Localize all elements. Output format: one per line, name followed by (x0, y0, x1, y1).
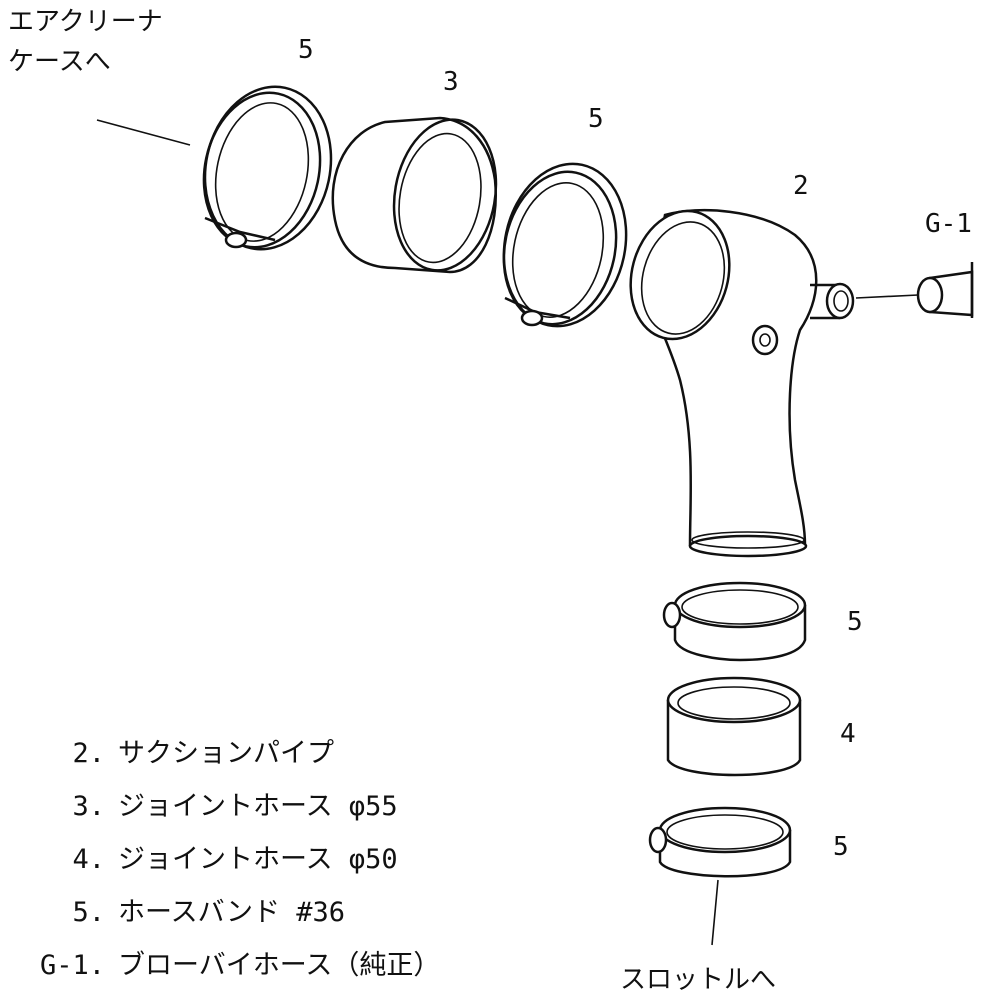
legend-name: ホースバンド #36 (118, 897, 345, 928)
legend-name: ブローバイホース（純正） (118, 950, 440, 981)
legend-num: 2. (72, 738, 105, 769)
legend-num: 4. (72, 844, 105, 875)
callout-part-4: 4 (840, 719, 856, 749)
leader-air-cleaner (96, 119, 191, 146)
callout-part-2: 2 (793, 171, 809, 201)
legend-name: サクションパイプ (118, 738, 334, 769)
suction-pipe-2 (629, 208, 919, 558)
callout-air-cleaner-line1: エアクリーナ (8, 7, 163, 37)
legend-num: 3. (72, 791, 105, 822)
callout-part-5: 5 (298, 35, 314, 65)
callout-part-5: 5 (847, 607, 863, 637)
callout-air-cleaner-line2: ケースへ (8, 47, 111, 77)
callout-part-g1: G-1 (925, 209, 972, 239)
hose-band-5-bottom (648, 806, 792, 946)
legend-name: ジョイントホース φ55 (118, 791, 398, 822)
callout-part-5: 5 (833, 832, 849, 862)
hose-band-5-lower (662, 581, 807, 662)
joint-hose-3 (331, 116, 498, 274)
hose-band-5-top-mid (502, 162, 628, 328)
parts-legend: 2. サクションパイプ 3. ジョイントホース φ55 4. ジョイントホース … (40, 738, 440, 981)
joint-hose-4 (666, 676, 802, 777)
legend-num: G-1. (40, 950, 105, 981)
callout-part-5: 5 (588, 104, 604, 134)
callout-throttle: スロットルへ (620, 965, 776, 995)
legend-num: 5. (72, 897, 105, 928)
callout-part-3: 3 (443, 67, 459, 97)
blowby-hose-g1 (916, 262, 974, 318)
legend-name: ジョイントホース φ50 (118, 844, 398, 875)
hose-band-5-top-left (202, 85, 333, 251)
